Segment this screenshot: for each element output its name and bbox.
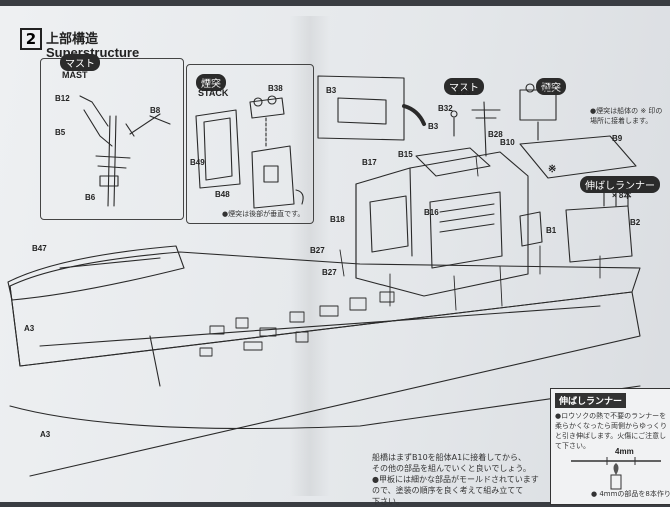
mast-panel bbox=[40, 58, 184, 220]
part-b15: B15 bbox=[398, 150, 413, 159]
stack-panel bbox=[186, 64, 314, 224]
part-b48: B48 bbox=[215, 190, 230, 199]
right-mast-tag: マスト bbox=[444, 78, 484, 95]
part-b12: B12 bbox=[55, 94, 70, 103]
stretch-tag: 伸ばしランナー bbox=[580, 176, 660, 193]
part-b9: B9 bbox=[612, 134, 623, 143]
assembly-drawing bbox=[7, 75, 641, 477]
stack-title: STACK bbox=[198, 88, 229, 98]
stretch-box-text: ●ロウソクの熱で不要のランナーを柔らかくなったら両側からゆっくりと引き伸ばします… bbox=[555, 412, 667, 450]
part-b27a: B27 bbox=[310, 246, 325, 255]
instruction-sheet: 2 上部構造 Superstructure マスト MAST 煙突 STACK … bbox=[0, 6, 670, 506]
candle-drawing bbox=[571, 457, 661, 490]
step-number: 2 bbox=[20, 28, 42, 50]
part-b5: B5 bbox=[55, 128, 66, 137]
hull-outline bbox=[9, 251, 641, 477]
paper-fold-shadow bbox=[290, 16, 330, 496]
bottom-note-line-2: その他の部品を組んでいくと良いでしょう。 bbox=[372, 464, 531, 473]
mast-title: MAST bbox=[62, 70, 88, 80]
part-b18: B18 bbox=[330, 215, 345, 224]
stretch-box-title: 伸ばしランナー bbox=[555, 393, 627, 408]
right-mast bbox=[450, 101, 501, 157]
right-stack bbox=[519, 83, 557, 141]
part-a3a: A3 bbox=[24, 324, 35, 333]
part-b28: B28 bbox=[488, 130, 503, 139]
part-asterisk: ※ bbox=[548, 164, 557, 175]
step-title-jp: 上部構造 bbox=[46, 32, 99, 47]
part-b6: B6 bbox=[85, 193, 96, 202]
bow-piece bbox=[7, 245, 185, 301]
part-b17: B17 bbox=[362, 158, 377, 167]
stretch-box-dimension: 4mm bbox=[615, 447, 634, 456]
stack-attach-note: ●煙突は船体の ※ 印の場所に接着します。 bbox=[590, 107, 663, 125]
right-stack-tag: 煙突 bbox=[536, 78, 566, 95]
part-b16: B16 bbox=[424, 208, 439, 217]
stretch-runner-box: 伸ばしランナー ●ロウソクの熱で不要のランナーを柔らかくなったら両側からゆっくり… bbox=[550, 388, 670, 505]
part-b29: B29 bbox=[456, 88, 471, 97]
bottom-note: 船橋はまずB10を船体A1に接着してから、 その他の部品を組んでいくと良いでしょ… bbox=[372, 452, 539, 507]
part-b2: B2 bbox=[630, 218, 641, 227]
part-b3a: B3 bbox=[326, 86, 337, 95]
bridge-deck-piece bbox=[317, 75, 426, 141]
part-b47: B47 bbox=[32, 244, 47, 253]
part-b38: B38 bbox=[268, 84, 283, 93]
mast-tag: マスト bbox=[60, 54, 100, 71]
part-b1: B1 bbox=[546, 226, 557, 235]
part-a3b: A3 bbox=[40, 430, 51, 439]
assembly-arrows bbox=[339, 155, 601, 279]
stretch-box-footer: ● 4mmの部品を8本作ります。 bbox=[591, 490, 670, 498]
mast-drawing bbox=[79, 95, 171, 207]
deck-details bbox=[199, 265, 503, 357]
stretch-qty: × 8本 bbox=[612, 191, 632, 200]
part-b27b: B27 bbox=[322, 268, 337, 277]
part-b3b: B3 bbox=[428, 122, 439, 131]
part-b10: B10 bbox=[500, 138, 515, 147]
bottom-note-line-4: ので、塗装の順序を良く考えて組み立てて bbox=[372, 486, 524, 495]
stack-tag: 煙突 bbox=[196, 74, 226, 91]
part-b8: B8 bbox=[150, 106, 161, 115]
stack-drawing bbox=[195, 95, 304, 209]
bottom-note-line-3: ●甲板には細かな部品がモールドされています bbox=[372, 475, 539, 484]
bottom-note-line-1: 船橋はまずB10を船体A1に接着してから、 bbox=[372, 453, 526, 462]
stack-note: ●煙突は後部が垂直です。 bbox=[222, 210, 305, 218]
superstructure-block bbox=[355, 135, 637, 297]
part-b49: B49 bbox=[190, 158, 205, 167]
part-b32: B32 bbox=[438, 104, 453, 113]
